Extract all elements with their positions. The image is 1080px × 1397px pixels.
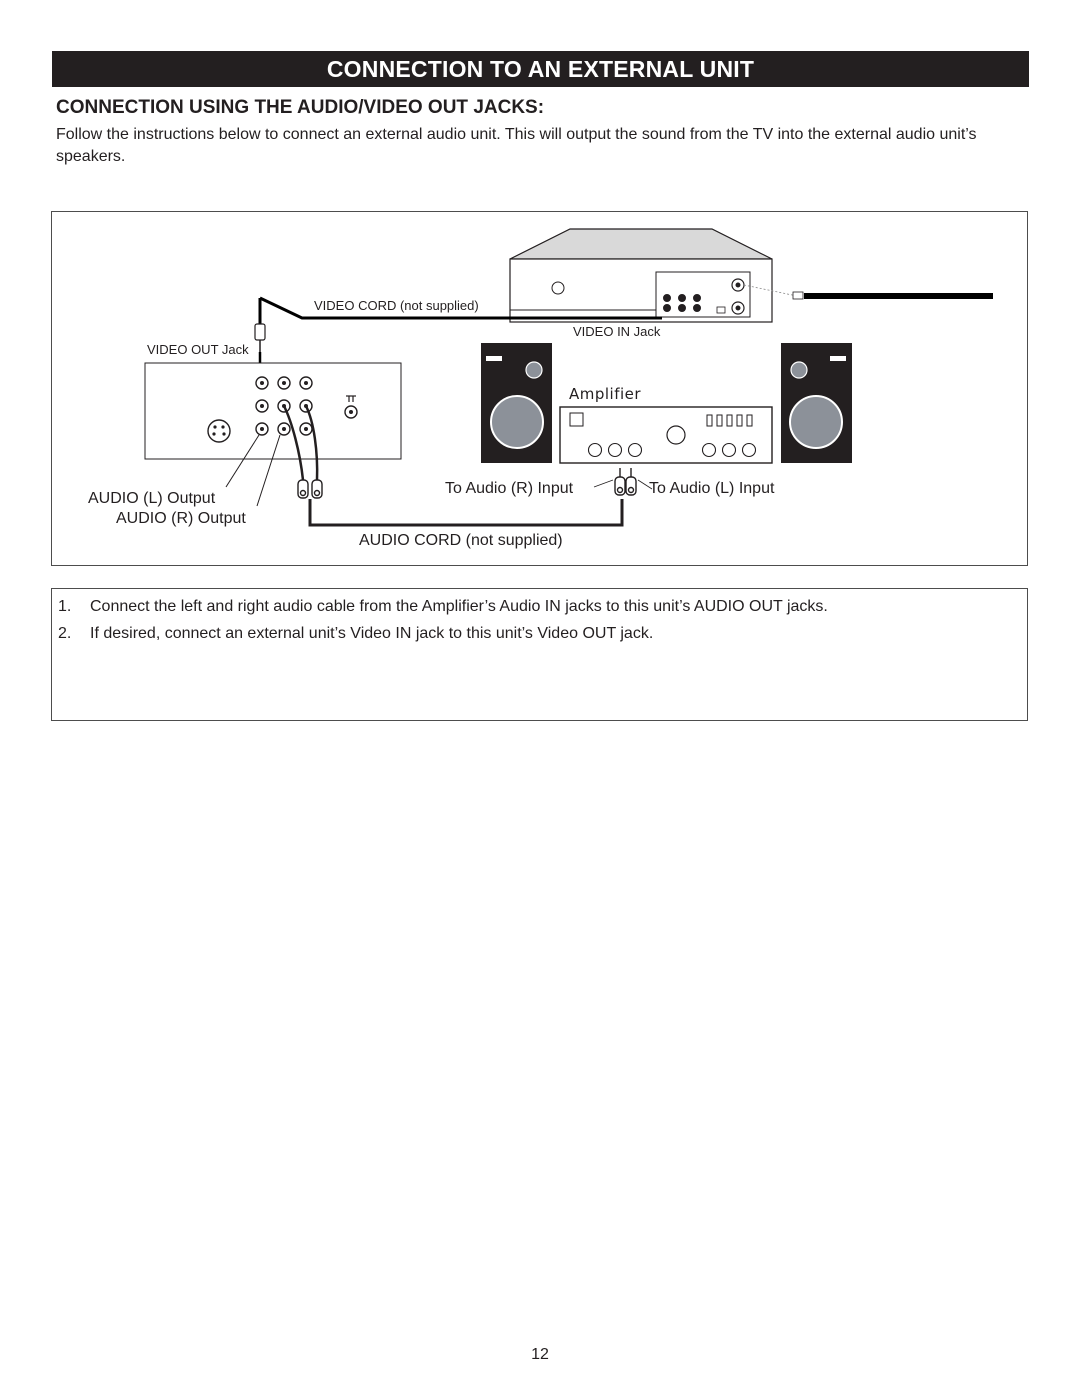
audio-r-pointer xyxy=(256,434,281,507)
audio-cord-label: AUDIO CORD (not supplied) xyxy=(359,532,563,549)
diagram-illustration xyxy=(144,228,993,527)
section-title: CONNECTION USING THE AUDIO/VIDEO OUT JAC… xyxy=(56,97,545,118)
page-banner: CONNECTION TO AN EXTERNAL UNIT xyxy=(52,51,1029,87)
vcr-unit xyxy=(509,228,773,323)
audio-r-output-label: AUDIO (R) Output xyxy=(116,510,246,527)
audio-l-pointer xyxy=(225,434,260,488)
antenna-cable xyxy=(743,284,993,300)
page-number: 12 xyxy=(531,1346,549,1363)
step-text: If desired, connect an external unit’s V… xyxy=(90,625,654,642)
instructions-box: 1. Connect the left and right audio cable… xyxy=(51,588,1028,721)
audio-cord xyxy=(308,499,624,527)
r-input-pointer xyxy=(593,479,614,488)
audio-cable-tv xyxy=(282,405,319,481)
banner-title: CONNECTION TO AN EXTERNAL UNIT xyxy=(326,56,755,82)
step-number: 2. xyxy=(58,625,72,642)
step-number: 1. xyxy=(58,598,72,615)
amplifier-unit xyxy=(559,406,773,464)
audio-l-output-label: AUDIO (L) Output xyxy=(88,490,216,507)
right-speaker xyxy=(781,343,852,463)
video-in-jack-label: VIDEO IN Jack xyxy=(573,324,661,339)
instruction-step: 1. Connect the left and right audio cable… xyxy=(58,593,828,620)
instruction-list: 1. Connect the left and right audio cable… xyxy=(58,593,828,647)
step-text: Connect the left and right audio cable f… xyxy=(90,598,828,615)
video-cord-label: VIDEO CORD (not supplied) xyxy=(314,298,479,313)
intro-paragraph: Follow the instructions below to connect… xyxy=(56,126,977,165)
video-plug xyxy=(254,323,266,352)
instruction-step: 2. If desired, connect an external unit’s… xyxy=(58,620,828,647)
amp-audio-plugs xyxy=(614,468,637,496)
tv-audio-plugs xyxy=(297,479,323,499)
amplifier-label: Amplifier xyxy=(569,385,642,403)
s-video-jack-icon xyxy=(207,419,231,443)
connection-diagram: VIDEO CORD (not supplied) VIDEO IN Jack … xyxy=(51,211,1028,566)
to-audio-r-input-label: To Audio (R) Input xyxy=(445,480,574,497)
video-out-jack-label: VIDEO OUT Jack xyxy=(147,342,249,357)
left-speaker xyxy=(481,343,552,463)
tv-back-panel xyxy=(144,362,402,460)
antenna-jack-icon xyxy=(346,395,356,402)
l-input-pointer xyxy=(637,479,653,490)
video-cord xyxy=(259,296,662,320)
to-audio-l-input-label: To Audio (L) Input xyxy=(649,480,775,497)
